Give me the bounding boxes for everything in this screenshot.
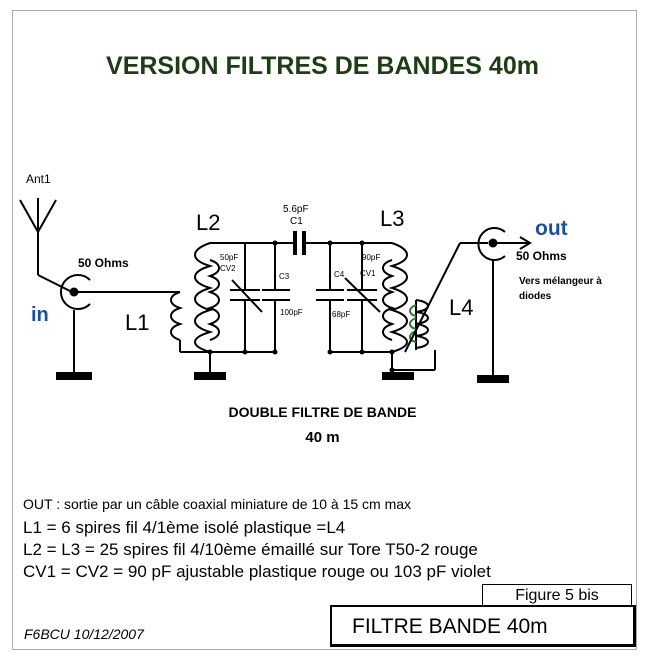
capacitor-c1: [293, 231, 306, 255]
out-label: out: [535, 217, 568, 240]
ground-symbol-l3: [382, 372, 414, 380]
l1-label: L1: [125, 310, 150, 335]
note-out: OUT : sortie par un câble coaxial miniat…: [23, 496, 412, 512]
out-description-line2: diodes: [519, 291, 552, 302]
capacitor-cv1: [344, 243, 381, 352]
out-impedance-label: 50 Ohms: [516, 249, 567, 263]
coil-l2: [194, 242, 220, 353]
ground-symbol-in: [56, 372, 92, 380]
cv1-name-label: CV1: [360, 269, 376, 278]
out-description-line1: Vers mélangeur à: [519, 276, 602, 287]
output-connector-icon: [477, 227, 532, 375]
l3-label: L3: [380, 206, 405, 231]
l2-label: L2: [196, 210, 221, 235]
note-l1: L1 = 6 spires fil 4/1ème isolé plastique…: [23, 518, 346, 537]
cv2-name-label: CV2: [220, 264, 236, 273]
filter-band-title-box: FILTRE BANDE 40m: [330, 605, 636, 647]
antenna-icon: [19, 198, 73, 293]
c3-value-label: 100pF: [280, 308, 303, 317]
capacitor-c4: [316, 243, 344, 352]
coil-l3: [382, 242, 408, 353]
c1-name-label: C1: [290, 216, 303, 227]
note-cv: CV1 = CV2 = 90 pF ajustable plastique ro…: [23, 562, 491, 581]
figure-label: Figure 5 bis: [482, 584, 632, 606]
author-date: F6BCU 10/12/2007: [24, 626, 144, 642]
caption-line2: 40 m: [305, 429, 340, 446]
page-frame: [12, 10, 637, 650]
l4-label: L4: [449, 295, 474, 320]
ground-symbol-l2: [194, 372, 226, 380]
in-impedance-label: 50 Ohms: [78, 256, 129, 270]
page-title: VERSION FILTRES DE BANDES 40m: [106, 52, 539, 80]
coil-l1: [170, 291, 184, 352]
ground-symbol-out: [477, 375, 509, 383]
cv1-value-label: 90pF: [362, 253, 381, 262]
in-label: in: [31, 304, 49, 326]
antenna-label: Ant1: [26, 172, 51, 186]
caption-line1: DOUBLE FILTRE DE BANDE: [228, 404, 417, 420]
input-connector-icon: [59, 274, 180, 372]
c4-value-label: 68pF: [332, 310, 351, 319]
cv2-value-label: 50pF: [220, 253, 239, 262]
capacitor-cv2: [230, 279, 263, 352]
c4-name-label: C4: [334, 270, 345, 279]
c3-name-label: C3: [279, 272, 290, 281]
c1-value-label: 5.6pF: [283, 204, 309, 215]
note-l2-l3: L2 = L3 = 25 spires fil 4/10ème émaillé …: [23, 540, 478, 559]
capacitor-c3: [262, 289, 290, 352]
